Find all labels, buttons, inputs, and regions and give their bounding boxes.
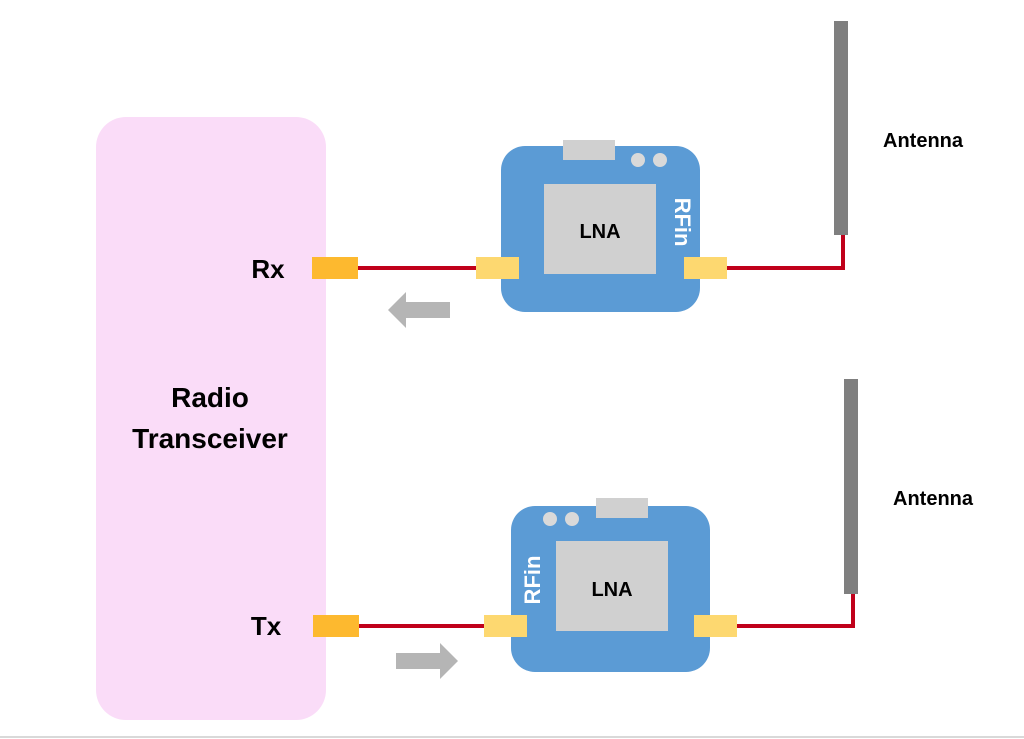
bottom-antenna [844, 379, 858, 594]
tx-lna-output-port [694, 615, 737, 637]
tx-port-connector [313, 615, 359, 637]
tx-lna-input-port [484, 615, 527, 637]
rx-lna-input-port [684, 257, 727, 279]
transceiver-title-line2: Transceiver [132, 423, 288, 454]
rx-lna-led-1 [631, 153, 645, 167]
tx-lna-led-2 [565, 512, 579, 526]
bottom-antenna-label: Antenna [893, 488, 974, 510]
rx-lna-chip [544, 184, 656, 274]
top-antenna [834, 21, 848, 235]
tx-direction-arrow [396, 643, 458, 679]
rx-wire-lna-to-antenna [727, 235, 845, 270]
tx-lna-chip [556, 541, 668, 631]
rx-label: Rx [251, 254, 285, 284]
rx-port-connector [312, 257, 358, 279]
tx-lna-top-connector [596, 498, 648, 518]
rx-lna-module: LNA RFin [476, 140, 727, 312]
tx-lna-module: LNA RFin [484, 498, 737, 672]
rx-direction-arrow [388, 292, 450, 328]
rx-lna-rfin-label: RFin [670, 198, 695, 247]
transceiver-title-line1: Radio [171, 382, 249, 413]
tx-lna-chip-label: LNA [591, 579, 632, 601]
rx-lna-chip-label: LNA [579, 221, 620, 243]
tx-wire-lna-to-antenna [737, 594, 855, 628]
rx-lna-led-2 [653, 153, 667, 167]
rx-lna-output-port [476, 257, 519, 279]
radio-transceiver-block [96, 117, 326, 720]
top-antenna-label: Antenna [883, 130, 964, 152]
tx-label: Tx [251, 611, 282, 641]
rx-lna-top-connector [563, 140, 615, 160]
tx-lna-rfin-label: RFin [520, 556, 545, 605]
tx-lna-led-1 [543, 512, 557, 526]
